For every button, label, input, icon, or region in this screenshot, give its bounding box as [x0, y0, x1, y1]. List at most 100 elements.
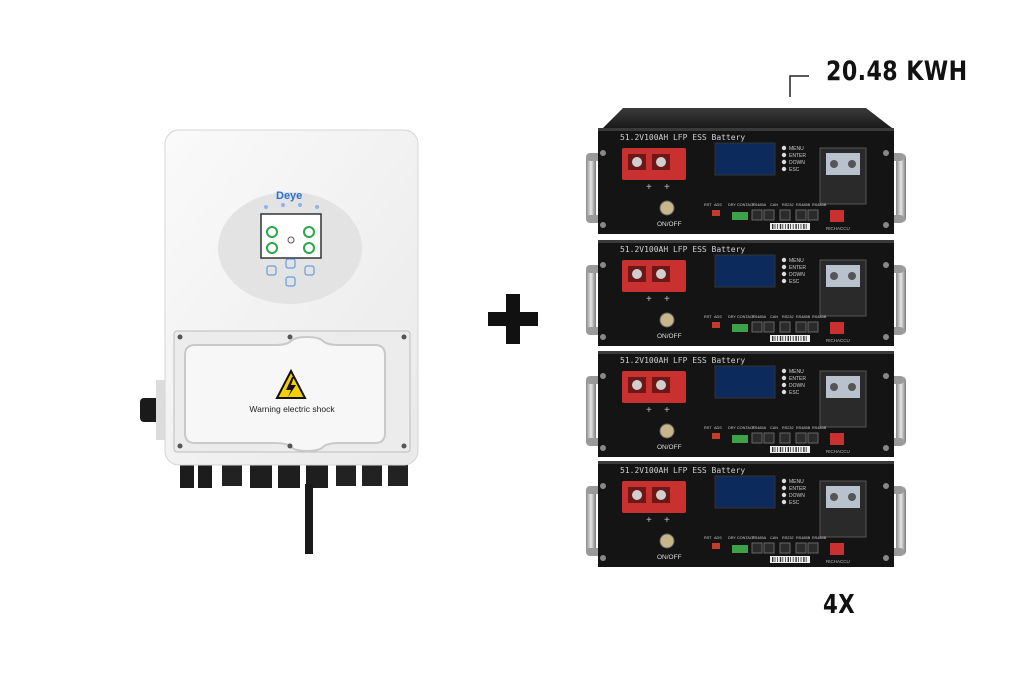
handle-left[interactable]: [586, 486, 596, 556]
brand-logo: [830, 210, 844, 222]
menu-button-esc[interactable]: [781, 166, 787, 172]
dry-contact-port[interactable]: [732, 212, 748, 220]
rj45-port[interactable]: [779, 432, 791, 444]
menu-button-label: ESC: [789, 279, 800, 285]
battery-module: 51.2V100AH LFP ESS Battery++MENUENTERDOW…: [586, 240, 906, 346]
power-switch-label: ON/OFF: [657, 554, 682, 561]
menu-button-down[interactable]: [781, 159, 787, 165]
rj45-port[interactable]: [751, 542, 763, 554]
handle-left[interactable]: [586, 153, 596, 223]
menu-button-esc[interactable]: [781, 389, 787, 395]
menu-button-label: DOWN: [789, 383, 805, 389]
menu-button-menu[interactable]: [781, 478, 787, 484]
dip-switch[interactable]: [712, 322, 720, 328]
rj45-port[interactable]: [795, 432, 807, 444]
rj45-port[interactable]: [779, 542, 791, 554]
port-label: RST: [704, 315, 712, 319]
handle-left[interactable]: [586, 265, 596, 335]
inverter-button-right[interactable]: [304, 265, 315, 276]
menu-button-menu[interactable]: [781, 257, 787, 263]
svg-text:+: +: [664, 182, 670, 193]
inverter-button-left[interactable]: [266, 265, 277, 276]
dip-switch[interactable]: [712, 543, 720, 549]
battery-module: 51.2V100AH LFP ESS Battery++MENUENTERDOW…: [586, 108, 906, 234]
menu-button-menu[interactable]: [781, 145, 787, 151]
battery-lcd: [714, 254, 776, 288]
port-label: RS232: [782, 315, 794, 319]
port-label: RS485B: [796, 203, 811, 207]
menu-button-enter[interactable]: [781, 264, 787, 270]
menu-button-down[interactable]: [781, 492, 787, 498]
svg-text:+: +: [646, 405, 652, 416]
port-label: RS485B: [796, 426, 811, 430]
port-label: RS485A: [752, 536, 767, 540]
power-switch[interactable]: [659, 312, 675, 328]
menu-button-down[interactable]: [781, 271, 787, 277]
rj45-port[interactable]: [751, 321, 763, 333]
rj45-port[interactable]: [751, 432, 763, 444]
inverter-button-up[interactable]: [285, 258, 296, 269]
rj45-port[interactable]: [807, 542, 819, 554]
inverter: Deye Warning electric shock: [140, 129, 419, 554]
inverter-cable-glands: [180, 458, 408, 554]
menu-button-label: DOWN: [789, 160, 805, 166]
battery-module: 51.2V100AH LFP ESS Battery++MENUENTERDOW…: [586, 461, 906, 567]
dry-contact-port[interactable]: [732, 435, 748, 443]
rj45-port[interactable]: [763, 209, 775, 221]
port-label: ADS: [714, 203, 722, 207]
svg-text:+: +: [646, 515, 652, 526]
svg-text:+: +: [664, 515, 670, 526]
rj45-port[interactable]: [807, 321, 819, 333]
battery-lcd: [714, 142, 776, 176]
handle-right[interactable]: [896, 265, 906, 335]
rj45-port[interactable]: [795, 321, 807, 333]
port-label: RS485A: [752, 203, 767, 207]
handle-right[interactable]: [896, 153, 906, 223]
rj45-port[interactable]: [751, 209, 763, 221]
menu-button-enter[interactable]: [781, 375, 787, 381]
handle-right[interactable]: [896, 376, 906, 446]
brand-logo: [830, 433, 844, 445]
menu-button-enter[interactable]: [781, 485, 787, 491]
menu-button-label: ESC: [789, 390, 800, 396]
battery-model-text: 51.2V100AH LFP ESS Battery: [620, 466, 745, 475]
rj45-port[interactable]: [795, 209, 807, 221]
rj45-port[interactable]: [795, 542, 807, 554]
port-label: ADS: [714, 315, 722, 319]
power-switch[interactable]: [659, 200, 675, 216]
handle-left[interactable]: [586, 376, 596, 446]
handle-right[interactable]: [896, 486, 906, 556]
dip-switch[interactable]: [712, 433, 720, 439]
port-label: RST: [704, 426, 712, 430]
barcode-sticker: [770, 556, 810, 563]
battery-model-text: 51.2V100AH LFP ESS Battery: [620, 133, 745, 142]
menu-button-label: ESC: [789, 500, 800, 506]
power-switch[interactable]: [659, 533, 675, 549]
rj45-port[interactable]: [779, 321, 791, 333]
rj45-port[interactable]: [807, 209, 819, 221]
menu-button-esc[interactable]: [781, 499, 787, 505]
inverter-button-down[interactable]: [285, 276, 296, 287]
menu-button-esc[interactable]: [781, 278, 787, 284]
power-switch[interactable]: [659, 423, 675, 439]
battery-model-text: 51.2V100AH LFP ESS Battery: [620, 356, 745, 365]
rj45-port[interactable]: [763, 542, 775, 554]
port-label: RS485B: [812, 426, 827, 430]
port-label: ADS: [714, 536, 722, 540]
rj45-port[interactable]: [807, 432, 819, 444]
menu-button-down[interactable]: [781, 382, 787, 388]
dry-contact-port[interactable]: [732, 324, 748, 332]
dry-contact-port[interactable]: [732, 545, 748, 553]
menu-button-enter[interactable]: [781, 152, 787, 158]
dip-switch[interactable]: [712, 210, 720, 216]
port-label: DRY CONTACT: [728, 426, 756, 430]
menu-button-label: DOWN: [789, 493, 805, 499]
menu-button-label: DOWN: [789, 272, 805, 278]
menu-button-menu[interactable]: [781, 368, 787, 374]
rj45-port[interactable]: [763, 321, 775, 333]
rj45-port[interactable]: [779, 209, 791, 221]
rj45-port[interactable]: [763, 432, 775, 444]
warning-icon: [275, 368, 307, 399]
battery-stack: 51.2V100AH LFP ESS Battery++MENUENTERDOW…: [586, 108, 906, 567]
menu-button-label: MENU: [789, 146, 804, 152]
